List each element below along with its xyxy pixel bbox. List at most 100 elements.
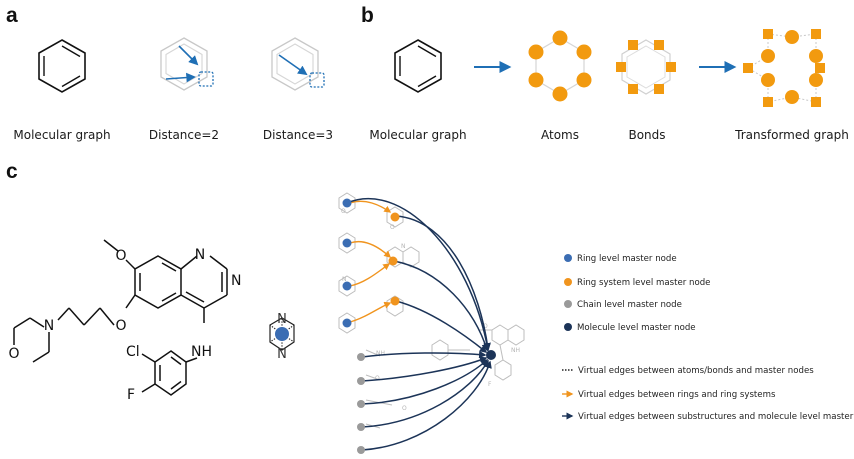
atom-node <box>809 73 823 87</box>
node-legend: Ring level master node Ring system level… <box>564 254 710 333</box>
legend-navy-edge-label: Virtual edges between substructures and … <box>578 412 854 422</box>
legend-ring-label: Ring level master node <box>577 254 677 264</box>
fragment-n2: N <box>342 276 347 283</box>
transformed-graph <box>743 29 825 107</box>
legend-ring-dot <box>564 254 572 262</box>
bond-node <box>616 62 626 72</box>
bond-node <box>743 63 753 73</box>
edge-ring-to-system <box>349 241 392 258</box>
gefitinib-structure: N N O O N O NH Cl F <box>8 239 241 403</box>
chain-master-node <box>357 446 365 454</box>
edge-to-molecule <box>395 300 488 353</box>
atom-n2: N <box>231 273 241 289</box>
atom-cl: Cl <box>126 344 140 360</box>
bond-node <box>654 84 664 94</box>
caption-distance-3: Distance=3 <box>263 128 333 142</box>
atom-node <box>785 90 799 104</box>
bond-node <box>815 63 825 73</box>
ring-master-node <box>342 198 352 208</box>
edge-to-molecule <box>393 260 489 352</box>
edge-to-molecule <box>361 359 489 428</box>
atom-node <box>552 86 568 102</box>
edge-to-molecule <box>346 197 491 352</box>
ring-master-node <box>342 281 352 291</box>
edge-to-molecule <box>361 358 489 405</box>
ring-system-master-node <box>390 296 400 306</box>
chain-master-node <box>357 423 365 431</box>
edge-ring-to-system <box>349 200 392 213</box>
caption-bonds: Bonds <box>628 128 665 142</box>
ring-master-node <box>342 318 352 328</box>
fragment-o1: O <box>341 208 346 215</box>
atom-n1: N <box>195 247 205 263</box>
chain-master-node <box>357 400 365 408</box>
icon-atom-n-bottom: N <box>277 347 287 362</box>
atom-node <box>528 72 544 88</box>
bond-node <box>811 29 821 39</box>
bond-node <box>628 84 638 94</box>
bond-node <box>654 40 664 50</box>
distance-2-diagram <box>160 37 214 91</box>
caption-molecular-graph-b: Molecular graph <box>369 128 466 142</box>
fragment-o3: O <box>375 375 380 382</box>
atom-nh: NH <box>191 344 212 360</box>
atom-n-morpholine: N <box>44 318 54 334</box>
legend-molecule-label: Molecule level master node <box>577 323 696 333</box>
caption-transformed-graph: Transformed graph <box>734 128 849 142</box>
caption-distance-2: Distance=2 <box>149 128 219 142</box>
fragment-n1: N <box>401 243 406 250</box>
bonds-graph <box>616 39 676 95</box>
caption-atoms: Atoms <box>541 128 579 142</box>
benzene-molecular-graph-b <box>394 39 442 93</box>
edge-to-molecule <box>361 350 487 359</box>
molecule-master-node <box>486 350 496 360</box>
edge-to-molecule <box>361 360 492 451</box>
legend-chain-label: Chain level master node <box>577 300 682 310</box>
bond-node <box>628 40 638 50</box>
ring-system-master-node <box>388 256 398 266</box>
edge-ring-to-system <box>349 263 391 287</box>
fragment-nh2: NH <box>511 347 520 354</box>
atom-o-ether: O <box>115 318 126 334</box>
fragment-nh: NH <box>376 350 385 357</box>
bond-node <box>811 97 821 107</box>
ring-master-node <box>342 238 352 248</box>
fragment-o5: O <box>483 323 488 330</box>
atom-node <box>809 49 823 63</box>
edge-legend: Virtual edges between atoms/bonds and ma… <box>562 366 854 422</box>
panel-c-letter: c <box>6 160 18 183</box>
bond-node <box>763 29 773 39</box>
bond-node <box>666 62 676 72</box>
icon-atom-n-top: N <box>277 312 287 327</box>
edge-to-molecule <box>395 215 491 351</box>
atom-f: F <box>127 387 135 403</box>
atom-node <box>761 49 775 63</box>
fragment-f: F <box>488 381 492 388</box>
legend-ring-system-label: Ring system level master node <box>577 278 710 288</box>
atom-node <box>576 72 592 88</box>
atom-node <box>761 73 775 87</box>
fragment-o4: O <box>402 405 407 412</box>
edge-ring-to-system <box>349 301 392 323</box>
panel-a-letter: a <box>6 4 18 27</box>
legend-dotted-edge-label: Virtual edges between atoms/bonds and ma… <box>578 366 814 376</box>
bond-node <box>763 97 773 107</box>
legend-ring-system-dot <box>564 278 572 286</box>
atom-node <box>785 30 799 44</box>
atom-node <box>528 44 544 60</box>
atom-node <box>552 30 568 46</box>
ring-system-master-node <box>390 212 400 222</box>
chain-master-node <box>357 377 365 385</box>
atom-o-morpholine: O <box>8 346 19 362</box>
legend-chain-dot <box>564 300 572 308</box>
hierarchy-diagram: O O NH O O O NH F N N <box>338 192 525 454</box>
caption-molecular-graph-a: Molecular graph <box>13 128 110 142</box>
fragment-o2: O <box>390 224 395 231</box>
panel-b-letter: b <box>361 4 374 27</box>
atom-o-methoxy: O <box>115 248 126 264</box>
legend-molecule-dot <box>564 323 572 331</box>
distance-3-diagram <box>271 37 325 91</box>
atom-node <box>576 44 592 60</box>
legend-orange-edge-label: Virtual edges between rings and ring sys… <box>578 390 776 400</box>
